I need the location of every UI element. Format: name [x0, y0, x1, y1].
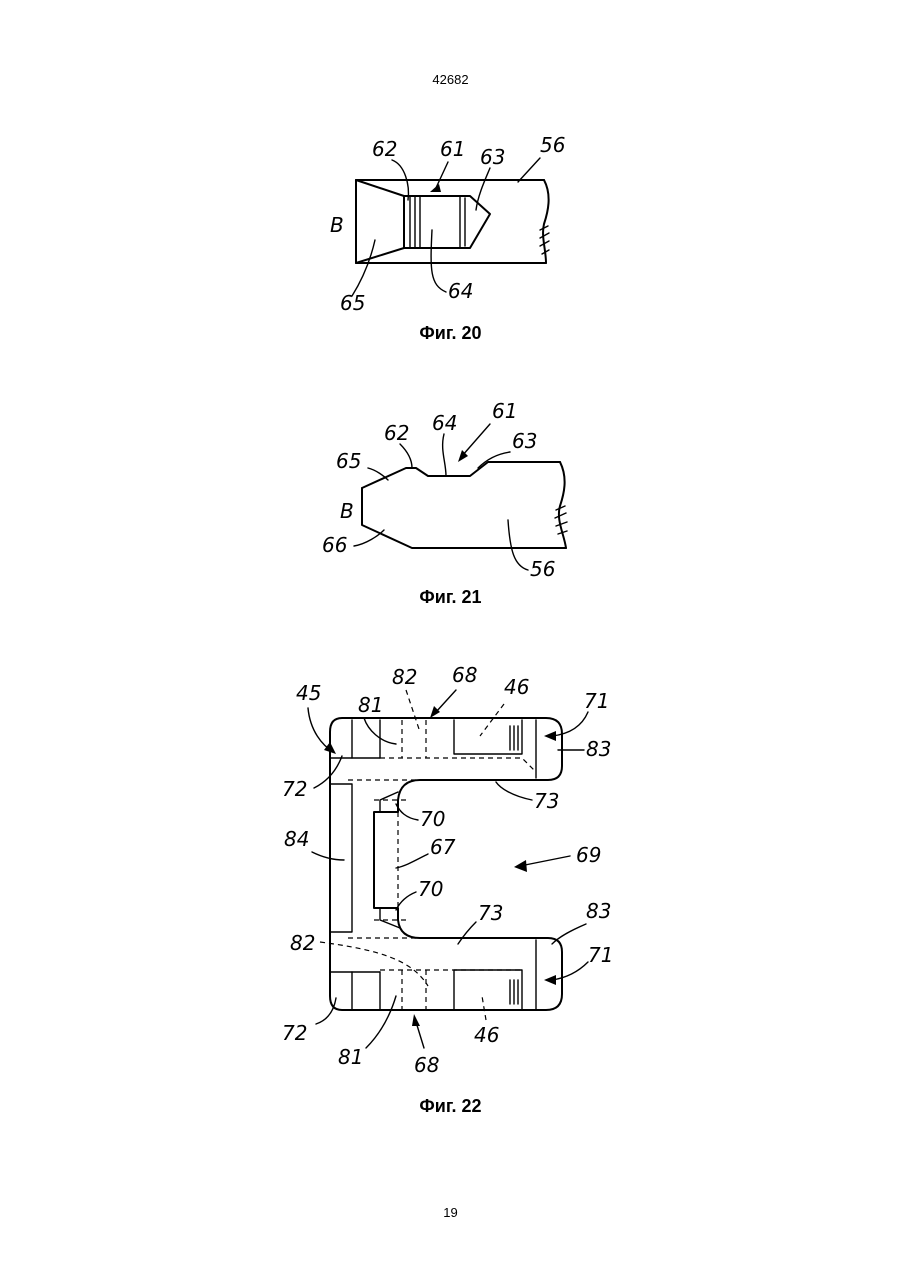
- fig21-label-66: 66: [322, 533, 347, 557]
- fig22-label-71-bottom: 71: [588, 943, 613, 967]
- fig21-label-62: 62: [384, 421, 409, 445]
- fig20-label-56: 56: [540, 133, 565, 157]
- fig22-label-73-bottom: 73: [478, 901, 503, 925]
- fig22-label-45: 45: [296, 681, 321, 705]
- fig22-label-81-bottom: 81: [338, 1045, 363, 1069]
- fig21-label-65: 65: [336, 449, 361, 473]
- fig21-label-61: 61: [492, 399, 517, 423]
- document-number: 42682: [0, 72, 901, 87]
- fig20-shaft: [356, 180, 549, 263]
- fig22-labels: 82 68 46 45 81 71 83 72 73 70 84 67 69 7…: [282, 663, 613, 1077]
- fig22-label-81-top: 81: [358, 693, 383, 717]
- fig22-label-68-top: 68: [452, 663, 477, 687]
- fig22-bracket: [330, 718, 562, 1010]
- fig21-label-B: B: [340, 499, 354, 523]
- figure-20-caption: Фиг. 20: [0, 323, 901, 344]
- fig20-label-B: B: [330, 213, 344, 237]
- fig22-label-70-bottom: 70: [418, 877, 443, 901]
- fig22-label-84: 84: [284, 827, 309, 851]
- fig20-label-61: 61: [440, 137, 465, 161]
- fig22-label-69: 69: [576, 843, 601, 867]
- fig22-label-67: 67: [430, 835, 456, 859]
- fig22-label-70-top: 70: [420, 807, 445, 831]
- page-number: 19: [0, 1205, 901, 1220]
- fig21-shaft: [362, 462, 567, 548]
- fig22-label-46-top: 46: [504, 675, 529, 699]
- fig22-label-71-top: 71: [584, 689, 609, 713]
- fig22-label-46-bottom: 46: [474, 1023, 499, 1047]
- fig21-labels: 62 64 61 63 65 B 66 56: [322, 399, 555, 581]
- figure-21-caption: Фиг. 21: [0, 587, 901, 608]
- fig21-label-56: 56: [530, 557, 555, 581]
- fig21-label-64: 64: [432, 411, 457, 435]
- fig22-label-72-top: 72: [282, 777, 307, 801]
- fig22-label-82-top: 82: [392, 665, 417, 689]
- fig20-label-65: 65: [340, 291, 365, 315]
- fig22-label-83-bottom: 83: [586, 899, 611, 923]
- fig22-label-83-top: 83: [586, 737, 611, 761]
- fig22-label-73-top: 73: [534, 789, 559, 813]
- fig20-label-62: 62: [372, 137, 397, 161]
- fig20-label-64: 64: [448, 279, 473, 303]
- fig22-label-68-bottom: 68: [414, 1053, 439, 1077]
- fig20-labels: 62 61 63 56 B 65 64: [330, 133, 565, 315]
- fig22-label-82-bottom: 82: [290, 931, 315, 955]
- fig21-label-63: 63: [512, 429, 537, 453]
- fig22-label-72-bottom: 72: [282, 1021, 307, 1045]
- figure-22-caption: Фиг. 22: [0, 1096, 901, 1117]
- fig20-label-63: 63: [480, 145, 505, 169]
